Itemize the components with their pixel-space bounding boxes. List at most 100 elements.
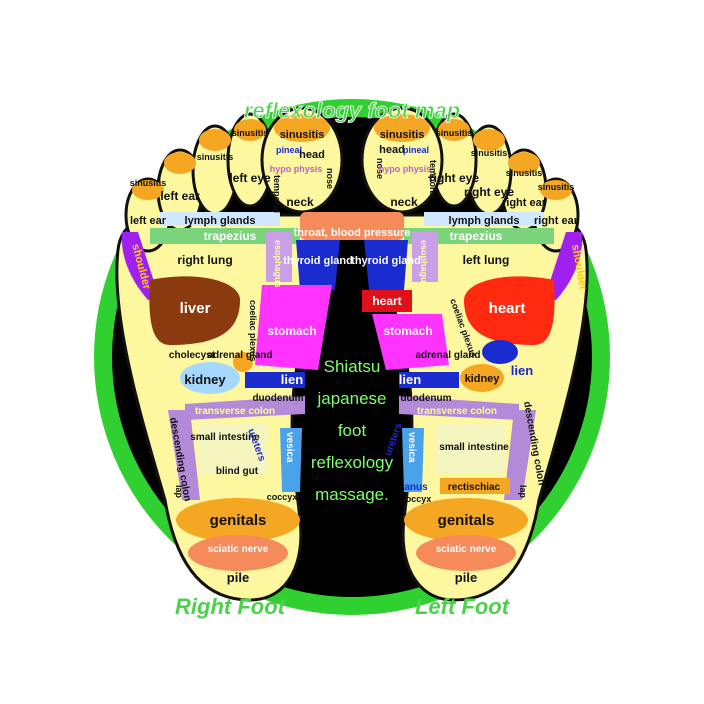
lf-lien: lien: [399, 372, 421, 387]
throat-zone: [300, 212, 404, 240]
rf-pineal: pineal: [276, 145, 302, 155]
rf-cholecyst: cholecyst: [169, 350, 216, 361]
right-lien-zone: [245, 372, 305, 388]
lf-lien-outer: lien: [511, 363, 533, 378]
lf-right-eye-2: right eye: [464, 185, 514, 199]
left-esophagus-zone: [412, 232, 438, 282]
lf-temporal: temporal: [428, 160, 438, 198]
rf-sinusitis-3: sinusitis: [197, 152, 234, 162]
lf-sciatic: sciatic nerve: [436, 544, 497, 555]
rf-blind-gut: blind gut: [216, 466, 259, 477]
right-small-intestine-zone: [198, 424, 268, 474]
center-line-5: massage.: [315, 485, 389, 504]
left-toe3-tip: [473, 129, 505, 151]
left-foot-labels: sinusitis head pineal nose hypo physis t…: [294, 128, 589, 585]
center-line-1: Shiatsu: [324, 357, 381, 376]
left-lymph-zone: [424, 212, 544, 226]
rf-thyroid: thyroid gland: [283, 255, 353, 267]
rf-nose: nose: [325, 168, 335, 189]
left-lien-outer-zone: [482, 340, 518, 364]
left-foot-label: Left Foot: [415, 594, 511, 619]
lf-coccyx: coccyx: [401, 494, 432, 504]
right-kidney-zone: [180, 362, 240, 394]
rf-sciatic: sciatic nerve: [208, 544, 269, 555]
left-thyroid-zone: [364, 240, 408, 290]
right-lymph-zone: [160, 212, 280, 226]
lf-vesica: vesica: [406, 432, 417, 463]
rf-trapezius: trapezius: [204, 229, 257, 243]
right-toe4-tip: [164, 152, 196, 174]
left-heart-zone: [464, 276, 555, 345]
lf-head: head: [379, 144, 405, 156]
left-transverse-zone: [399, 396, 519, 420]
rf-hypophysis: hypo physis: [270, 164, 323, 174]
right-vesica-zone: [280, 428, 302, 492]
rf-small-intestine: small intestine: [190, 432, 260, 443]
right-sciatic-zone: [188, 535, 288, 571]
right-esophagus-zone: [266, 232, 292, 282]
center-text: Shiatsu japanese foot reflexology massag…: [311, 357, 394, 504]
rf-sinusitis-2: sinusitis: [232, 128, 269, 138]
lf-thyroid: thyroid gland: [351, 255, 421, 267]
rf-genitals: genitals: [210, 512, 267, 529]
left-bigtoe-tip: [374, 114, 430, 142]
right-genitals-zone: [176, 498, 300, 542]
left-toe4-tip: [508, 152, 540, 174]
right-adrenal-zone: [233, 352, 253, 372]
lf-sinusitis-4: sinusitis: [506, 168, 543, 178]
lf-lymph: lymph glands: [449, 215, 520, 227]
right-stomach-zone: [255, 285, 332, 370]
lf-right-ear-outer: right ear: [534, 215, 579, 227]
right-descending-zone: [168, 410, 200, 500]
rf-left-ear-outer: left ear: [130, 215, 167, 227]
rf-pile: pile: [227, 570, 249, 585]
right-liver-zone: [149, 276, 240, 345]
left-trapezius-zone: [404, 228, 554, 244]
left-stomach-zone: [372, 314, 449, 370]
lf-small-intestine: small intestine: [439, 442, 509, 453]
lf-rectischiac: rectischiac: [448, 482, 501, 493]
lf-sinusitis-2: sinusitis: [436, 128, 473, 138]
rf-esophagus: esophagus: [273, 240, 283, 288]
rf-duodenum: duodenum: [252, 393, 303, 404]
lf-right-ear: right ear: [502, 197, 547, 209]
rf-coeliac: coeliac plexus: [248, 300, 258, 362]
lf-nose: nose: [375, 158, 385, 179]
rf-coccyx: coccyx: [267, 492, 298, 502]
lf-right-eye: right eye: [429, 171, 479, 185]
right-thyroid-zone: [296, 240, 340, 290]
rf-sinusitis-small: sinusitis: [130, 178, 167, 188]
rf-lap: lap: [174, 485, 184, 499]
lf-pineal: pineal: [403, 145, 429, 155]
rf-stomach: stomach: [267, 324, 316, 338]
left-toe2-tip: [438, 119, 470, 141]
right-foot: [115, 106, 347, 602]
lf-kidney: kidney: [465, 373, 501, 385]
rf-left-ear: left ear: [160, 189, 200, 203]
rf-lymph: lymph glands: [185, 215, 256, 227]
rf-left-eye: left eye: [229, 171, 271, 185]
left-kidney-zone: [460, 364, 504, 392]
rf-vesica: vesica: [284, 432, 295, 463]
center-line-2: japanese: [316, 389, 386, 408]
lf-heart-small: heart: [372, 294, 401, 308]
right-trapezius-zone: [150, 228, 300, 244]
lf-sinusitis-3: sinusitis: [471, 148, 508, 158]
lf-genitals: genitals: [438, 512, 495, 529]
lf-hypophysis: hypo physis: [379, 164, 432, 174]
left-descending-zone: [504, 410, 536, 500]
lf-left-lung: left lung: [463, 253, 510, 267]
right-bigtoe-tip: [274, 114, 330, 142]
rf-adrenal: adrenal gland: [207, 350, 272, 361]
lf-transverse: transverse colon: [417, 406, 497, 417]
lf-stomach: stomach: [383, 324, 432, 338]
rf-head: head: [299, 149, 325, 161]
rf-liver: liver: [180, 300, 211, 317]
rf-neck: neck: [286, 195, 314, 209]
lf-heart: heart: [489, 300, 526, 317]
lf-esophagus: esophagus: [419, 240, 429, 288]
title: reflexology foot map: [244, 98, 460, 123]
left-genitals-zone: [404, 498, 528, 542]
left-lien-zone: [399, 372, 459, 388]
